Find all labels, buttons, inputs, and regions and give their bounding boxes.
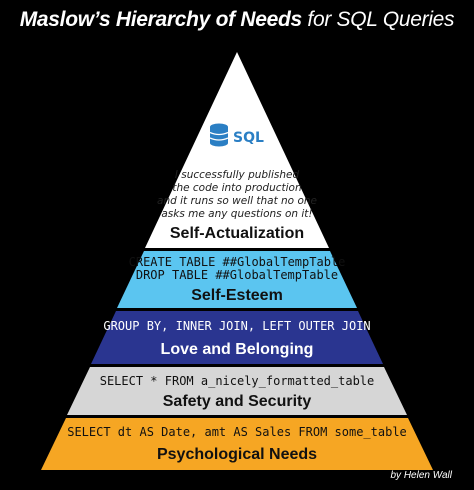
code-line-psychological-needs: SELECT dt AS Date, amt AS Sales FROM som…: [67, 425, 407, 439]
level-love-belonging-shape: [91, 311, 383, 364]
level-safety-security-shape: [67, 367, 407, 415]
level-label-love-belonging: Love and Belonging: [161, 341, 314, 358]
code-line-self-esteem-2: DROP TABLE ##GlobalTempTable: [136, 268, 338, 282]
level-self-actualization-shape: [145, 52, 329, 248]
quote-line-2: the code into production: [172, 182, 301, 194]
quote-line-1: I successfully published: [175, 169, 300, 181]
author-credit: by Helen Wall: [390, 470, 452, 481]
level-label-self-esteem: Self-Esteem: [191, 287, 283, 304]
level-label-psychological-needs: Psychological Needs: [157, 446, 317, 463]
level-label-self-actualization: Self-Actualization: [170, 225, 304, 242]
code-line-love-belonging: GROUP BY, INNER JOIN, LEFT OUTER JOIN: [103, 319, 370, 333]
code-line-self-esteem-1: CREATE TABLE ##GlobalTempTable: [129, 255, 346, 269]
page-title: Maslow’s Hierarchy of Needs for SQL Quer…: [0, 8, 474, 32]
level-self-esteem-shape: [117, 251, 357, 308]
level-label-safety-security: Safety and Security: [163, 393, 312, 410]
sql-logo-text: SQL: [233, 130, 264, 146]
level-psychological-needs-shape: [41, 418, 433, 470]
database-icon: [209, 123, 229, 147]
title-normal-part: for SQL Queries: [301, 8, 455, 31]
quote-line-4: asks me any questions on it!: [161, 208, 312, 220]
title-bold-part: Maslow’s Hierarchy of Needs: [19, 8, 302, 31]
code-line-safety-security: SELECT * FROM a_nicely_formatted_table: [100, 374, 375, 388]
quote-line-3: and it runs so well that no one: [157, 195, 317, 207]
